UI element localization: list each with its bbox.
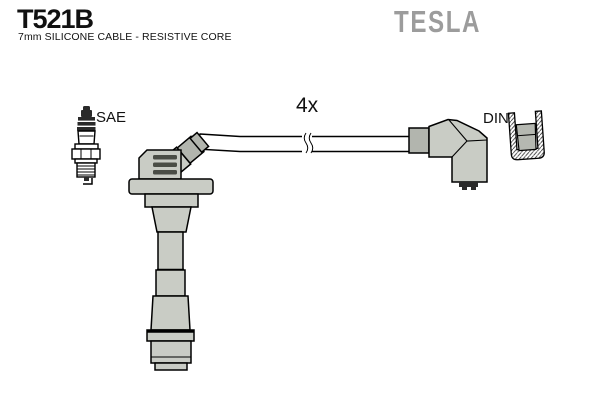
coil-boot-illustration bbox=[408, 118, 488, 190]
din-connector-cross-section-illustration bbox=[507, 110, 545, 161]
tesla-brand-logo: TESLA bbox=[394, 4, 482, 39]
cable-break-icon bbox=[302, 132, 314, 154]
spark-plug-boot-illustration bbox=[128, 131, 214, 371]
ignition-cable-illustration bbox=[195, 132, 418, 154]
cable-quantity-label: 4x bbox=[296, 94, 319, 117]
sae-end-label: SAE bbox=[96, 109, 127, 126]
part-number: T521B bbox=[17, 4, 94, 34]
din-end-label: DIN bbox=[483, 110, 509, 127]
product-description: 7mm SILICONE CABLE - RESISTIVE CORE bbox=[18, 31, 232, 43]
spark-plug-illustration bbox=[71, 106, 101, 185]
